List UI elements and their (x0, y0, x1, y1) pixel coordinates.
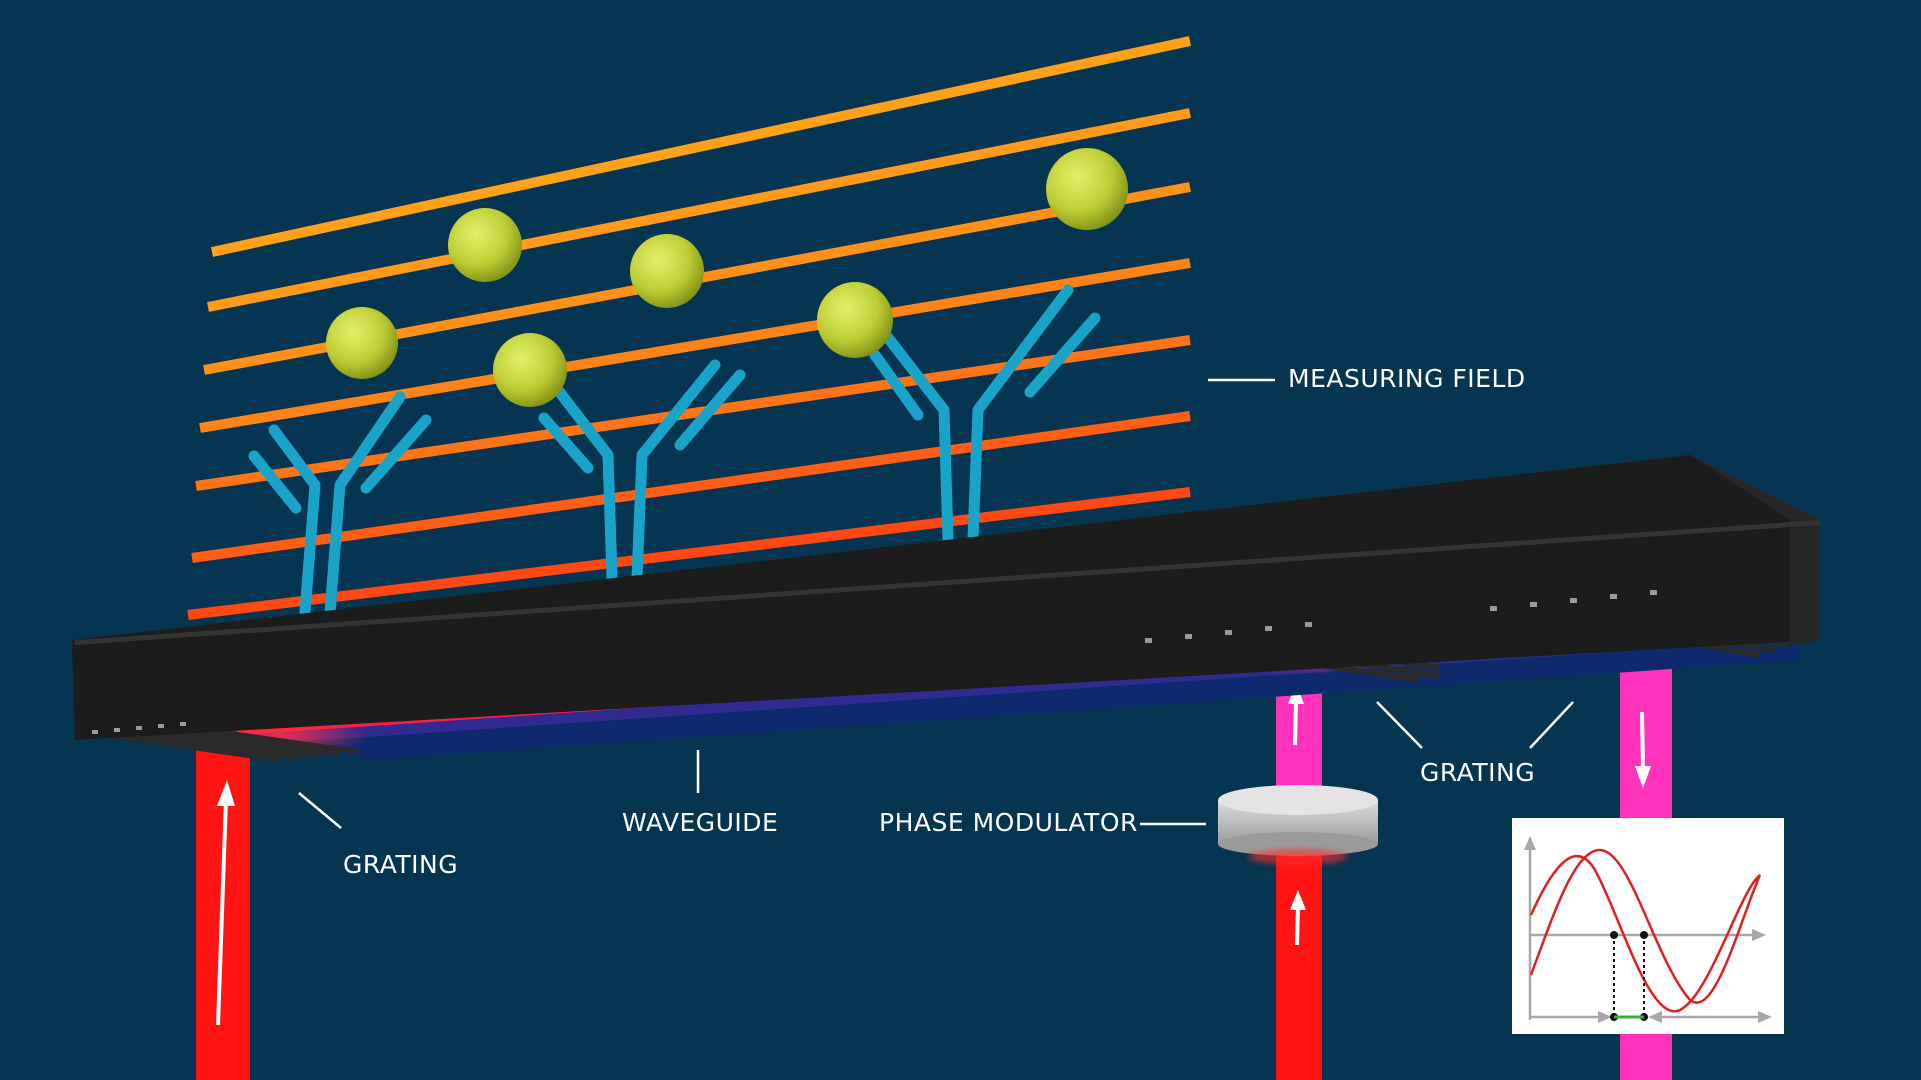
arrow-up-icon (216, 780, 235, 1026)
arrow-down-icon (1635, 711, 1651, 788)
phase-modulator (1218, 785, 1378, 865)
field-line (207, 108, 1191, 312)
antibody-3 (869, 284, 1101, 544)
antigen-sphere (1046, 148, 1128, 230)
antigen-sphere (493, 333, 567, 407)
label-waveguide: WAVEGUIDE (622, 808, 779, 837)
sine-wave-plot-icon (1512, 818, 1784, 1034)
antibody-1 (248, 391, 432, 618)
leader-grating-left (298, 792, 342, 829)
leader-grating-middle (1376, 701, 1423, 749)
leader-grating-right (1529, 701, 1574, 749)
label-phase-modulator: PHASE MODULATOR (879, 808, 1138, 837)
antigen-sphere (630, 234, 704, 308)
field-line (199, 258, 1191, 433)
sine-wave-2 (1529, 848, 1762, 1004)
antigen-sphere (326, 307, 398, 379)
antibody-2 (538, 359, 746, 584)
field-line (187, 487, 1191, 620)
label-grating-right: GRATING (1420, 758, 1536, 787)
antigen-sphere (448, 208, 522, 282)
label-measuring-field: MEASURING FIELD (1288, 364, 1526, 393)
label-grating-left: GRATING (343, 850, 459, 879)
field-line (210, 36, 1192, 257)
arrow-up-icon (1288, 683, 1306, 946)
antigens (326, 148, 1128, 407)
field-line (191, 411, 1191, 563)
grating-teeth (92, 590, 1657, 734)
beam-middle-red (1276, 845, 1322, 1080)
sine-wave-1 (1529, 854, 1761, 1013)
sensor-chip (72, 455, 1820, 740)
leader-lines (298, 378, 1574, 829)
antigen-sphere (817, 282, 893, 358)
